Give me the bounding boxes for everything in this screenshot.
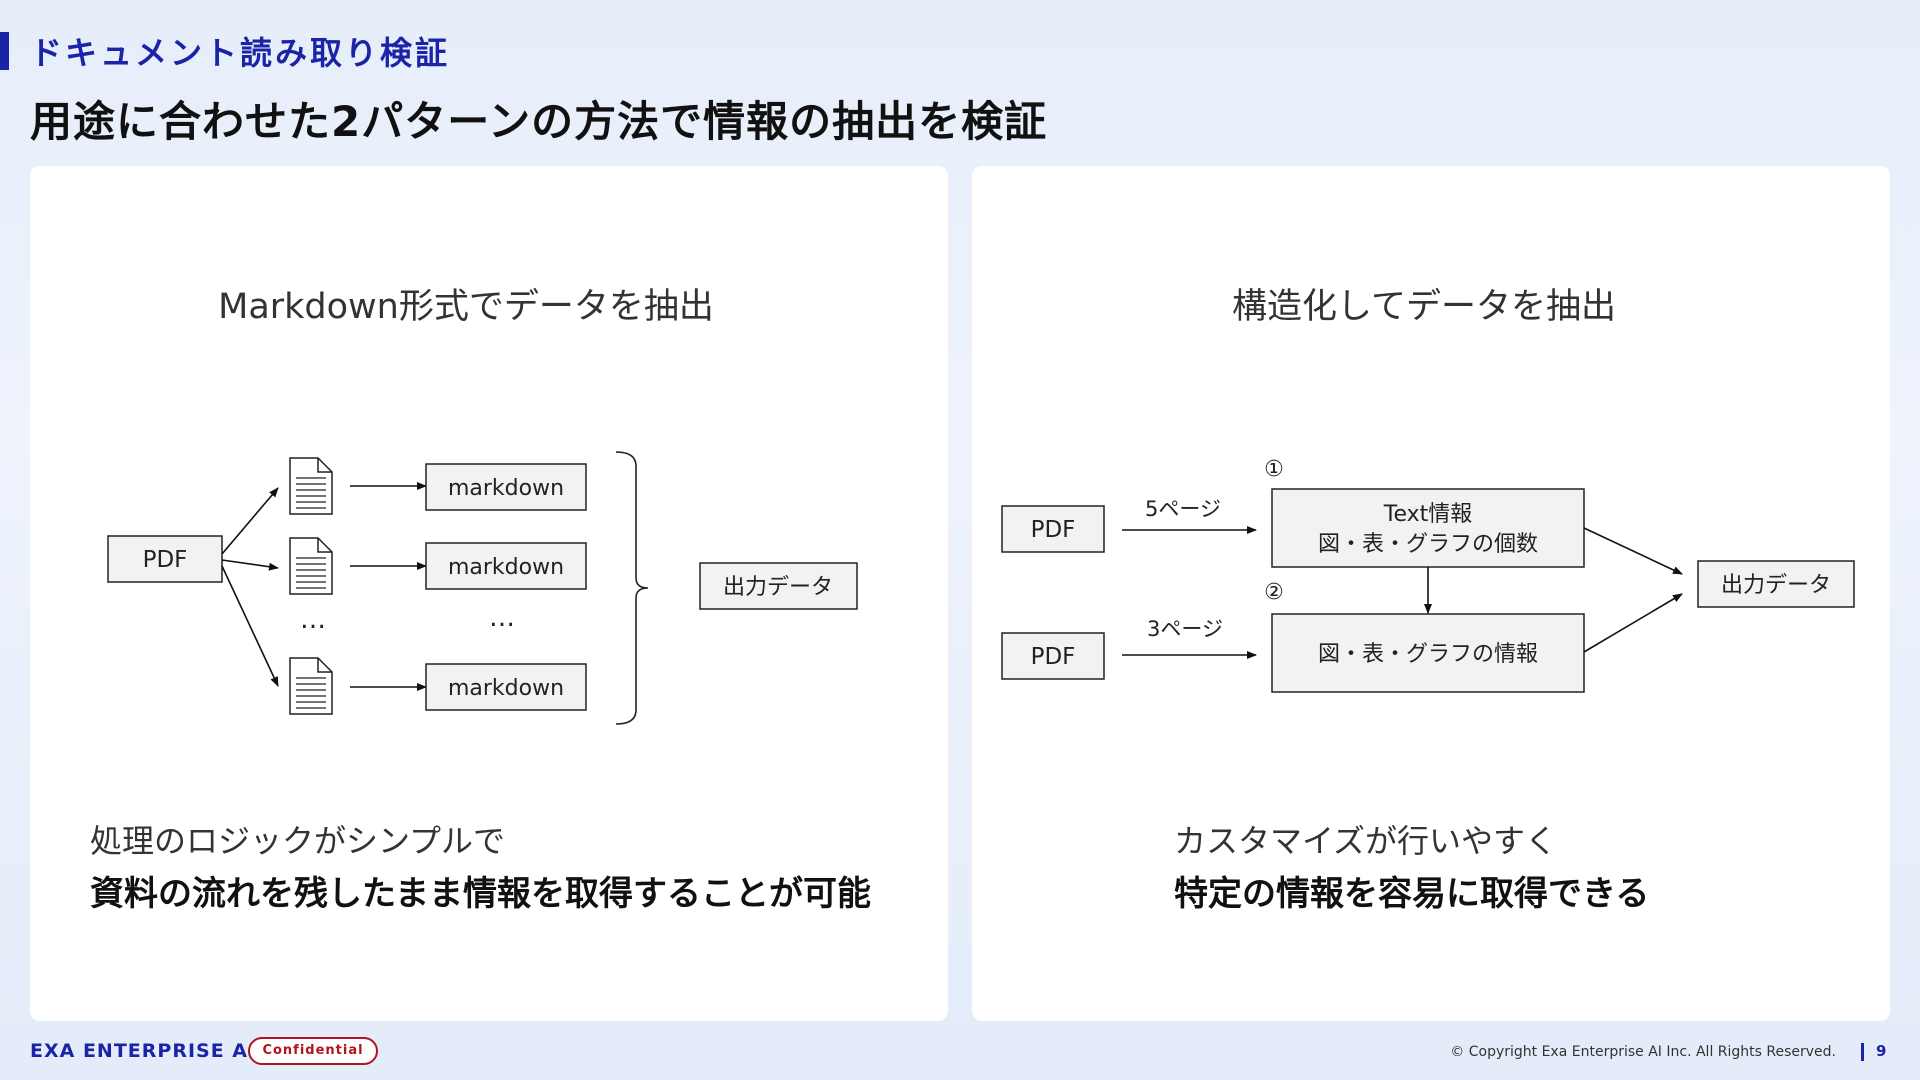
text-info-label: Text情報: [1383, 502, 1473, 527]
output-label: 出力データ: [723, 575, 833, 600]
arrow-text-info-to-output: [1583, 527, 1683, 575]
description-line-2: 特定の情報を容易に取得できる: [1174, 874, 1650, 914]
ellipsis-docs: …: [300, 605, 326, 635]
structured-extraction-panel: 構造化してデータを抽出 PDF PDF 5ページ 3ページ ① ② Text情報…: [972, 166, 1890, 1021]
structured-description: カスタマイズが行いやすく 特定の情報を容易に取得できる: [1174, 816, 1649, 915]
pdf-box: PDF: [1001, 505, 1105, 553]
arrow-pdf-to-doc-3: [221, 565, 279, 687]
grouping-bracket: [615, 451, 649, 725]
ellipsis-markdown: …: [489, 603, 515, 633]
step-2-marker: ②: [1264, 580, 1284, 605]
markdown-extraction-panel: Markdown形式でデータを抽出 PDF: [30, 166, 948, 1021]
page-title: 用途に合わせた2パターンの方法で情報の抽出を検証: [30, 97, 1048, 146]
markdown-label: markdown: [448, 555, 564, 580]
pdf-label: PDF: [1031, 517, 1076, 543]
confidential-badge: Confidential: [248, 1037, 378, 1065]
figure-count-label: 図・表・グラフの個数: [1318, 532, 1538, 557]
company-logo: EXA ENTERPRISE AI: [30, 1040, 257, 1062]
markdown-box: markdown: [425, 463, 587, 511]
markdown-panel-heading: Markdown形式でデータを抽出: [218, 287, 714, 327]
markdown-label: markdown: [448, 676, 564, 701]
arrow-pdf-to-doc-2: [221, 559, 279, 571]
text-info-box: Text情報 図・表・グラフの個数: [1271, 488, 1585, 568]
page-number: 9: [1876, 1042, 1887, 1060]
markdown-label: markdown: [448, 476, 564, 501]
output-data-box: 出力データ: [1697, 560, 1855, 608]
arrow-label-5-pages: 5ページ: [1145, 497, 1221, 521]
markdown-flow-diagram: PDF: [107, 451, 858, 725]
description-line-1: カスタマイズが行いやすく: [1174, 822, 1558, 860]
figure-info-box: 図・表・グラフの情報: [1271, 613, 1585, 693]
arrow-figure-info-to-output: [1583, 593, 1683, 653]
description-line-1: 処理のロジックがシンプルで: [90, 822, 506, 860]
output-label: 出力データ: [1721, 573, 1831, 598]
pdf-label: PDF: [1031, 644, 1076, 670]
section-title: ドキュメント読み取り検証: [30, 34, 451, 72]
pdf-box: PDF: [107, 535, 223, 583]
figure-info-label: 図・表・グラフの情報: [1318, 642, 1538, 667]
markdown-description: 処理のロジックがシンプルで 資料の流れを残したまま情報を取得することが可能: [90, 816, 871, 915]
arrow-pdf-to-doc-1: [221, 487, 279, 555]
document-icon: [289, 657, 333, 715]
document-icon: [289, 537, 333, 595]
page-number-separator: [1861, 1043, 1864, 1061]
markdown-box: markdown: [425, 663, 587, 711]
section-accent-bar: [0, 32, 9, 70]
description-line-2: 資料の流れを残したまま情報を取得することが可能: [90, 874, 871, 914]
pdf-box: PDF: [1001, 632, 1105, 680]
structured-panel-heading: 構造化してデータを抽出: [1232, 287, 1616, 327]
pdf-label: PDF: [143, 547, 188, 573]
copyright-text: © Copyright Exa Enterprise AI Inc. All R…: [1450, 1044, 1836, 1060]
output-data-box: 出力データ: [699, 562, 858, 610]
markdown-box: markdown: [425, 542, 587, 590]
structured-flow-diagram: PDF PDF 5ページ 3ページ ① ② Text情報 図・表・グラフの個数 …: [1001, 457, 1855, 693]
document-icon: [289, 457, 333, 515]
arrow-label-3-pages: 3ページ: [1147, 617, 1223, 641]
step-1-marker: ①: [1264, 457, 1284, 482]
